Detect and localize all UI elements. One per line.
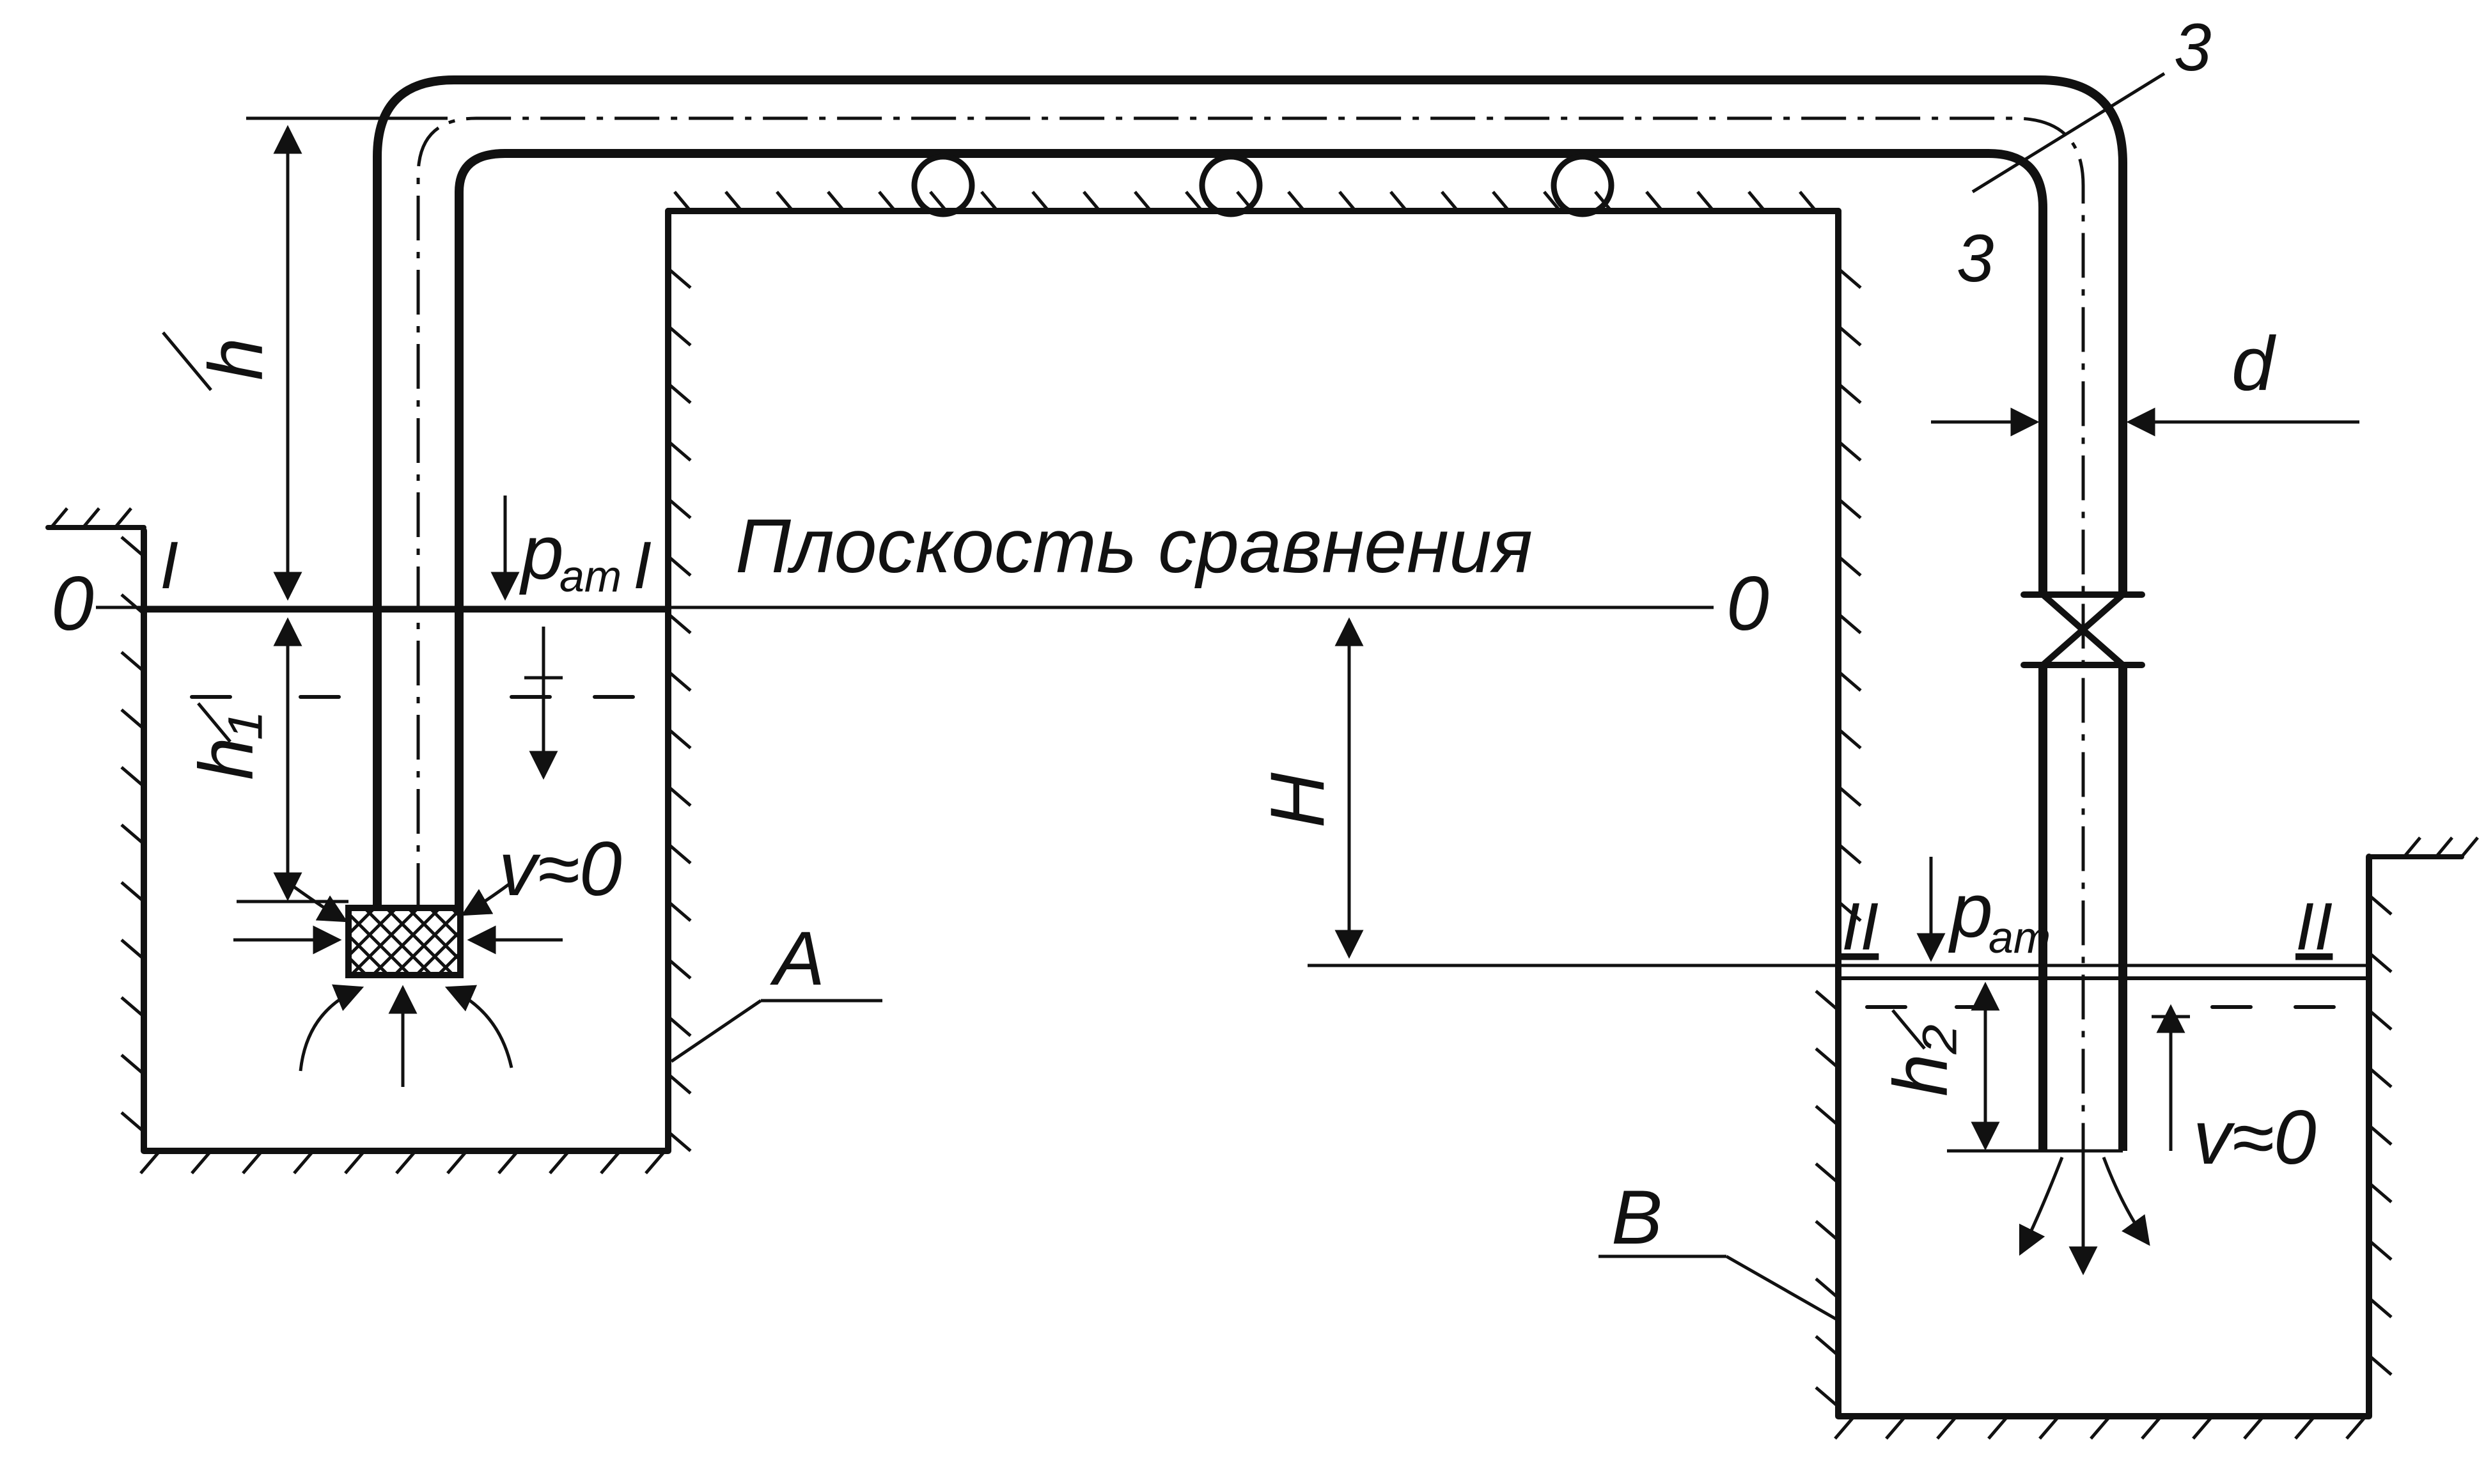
- tank-b-label: B: [1611, 1175, 1662, 1260]
- svg-text:ат: ат: [559, 551, 622, 601]
- tank-a-leader: [670, 999, 762, 1063]
- svg-text:ат: ат: [1989, 912, 2051, 962]
- svg-text:p: p: [1948, 868, 1993, 953]
- section-2-left-label: II: [1841, 889, 1879, 964]
- datum-right-label: 0: [1726, 561, 1769, 646]
- velocity-indicators: [524, 627, 2190, 1151]
- velocity-right-label: v≈0: [2193, 1095, 2317, 1180]
- roller-support: [911, 153, 975, 217]
- section-3-top-label: 3: [2174, 10, 2211, 85]
- dim-d-label: d: [2232, 321, 2276, 407]
- tank-b-leader: [1725, 1254, 1840, 1322]
- tank-a: [45, 208, 692, 1175]
- svg-text:p: p: [519, 510, 564, 595]
- intake-strainer: [345, 905, 464, 978]
- roller-support: [1551, 153, 1614, 217]
- dimension-h2: [1891, 981, 2043, 1153]
- intake-flow-arrows: [233, 880, 563, 1087]
- dim-h-label: h: [193, 338, 279, 380]
- comparison-plane-caption: Плоскость сравнения: [735, 503, 1533, 589]
- p-at-right-label: p ат: [1948, 868, 2051, 962]
- dim-H-label: H: [1255, 772, 1340, 828]
- section-1-right-label: I: [633, 528, 652, 603]
- dimension-h: [162, 116, 448, 601]
- tank-a-hatching: [45, 267, 692, 1175]
- dimension-h1: [197, 617, 348, 903]
- datum-left-label: 0: [51, 561, 94, 646]
- section-1-left-label: I: [160, 528, 178, 603]
- tank-a-label: A: [770, 916, 825, 1001]
- pipe-supports: [911, 153, 1614, 217]
- atmospheric-pressure-arrows: [490, 496, 1946, 962]
- outlet-flow-arrows: [2019, 1157, 2150, 1276]
- dim-h1-label: h₁: [184, 713, 269, 780]
- siphon-pipe: [373, 75, 2127, 1164]
- p-at-left-label: p ат: [519, 510, 622, 601]
- tank-b: [1815, 836, 2479, 1440]
- valve: [2021, 591, 2145, 668]
- ground-between-tanks: [665, 191, 1862, 978]
- section-3-bottom-label: 3: [1957, 221, 1994, 296]
- velocity-left-label: v≈0: [499, 826, 622, 912]
- dim-h2-label: h₂: [1878, 1025, 1964, 1097]
- section-2-right-label: II: [2295, 889, 2333, 964]
- roller-support: [1199, 153, 1263, 217]
- section-3-line: [1971, 72, 2166, 194]
